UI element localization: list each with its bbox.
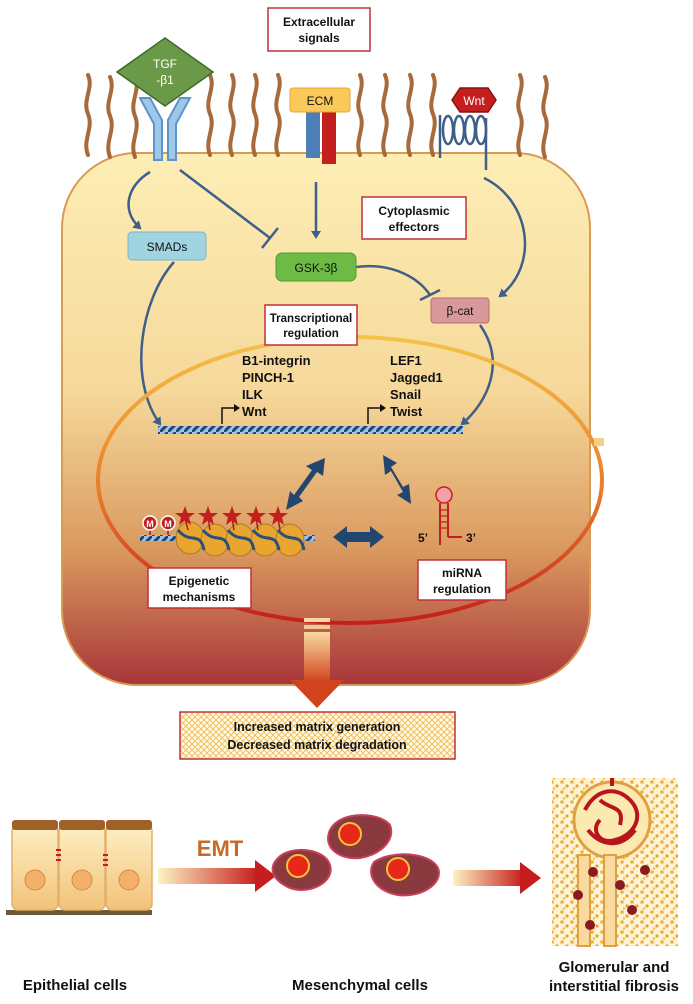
fibrosis-arrow-icon <box>453 862 541 894</box>
epigenetic-mechanisms-label-2: mechanisms <box>163 590 236 604</box>
ecm-box <box>289 87 351 113</box>
mirna-hairpin-icon <box>435 486 462 545</box>
gene-left-2: PINCH-1 <box>242 370 294 385</box>
cytoplasmic-effectors-label: Cytoplasmic <box>378 204 450 218</box>
cytoplasmic-effectors-label-2: effectors <box>389 220 440 234</box>
epigenetic-mechanisms-label: Epigenetic <box>169 574 230 588</box>
methyl-mark-label-2: M <box>164 519 172 529</box>
promoter-arrow-left-head <box>234 404 240 412</box>
ecm-receptor-blue <box>306 108 320 158</box>
mirna-regulation-box <box>417 559 507 601</box>
transcriptional-regulation-label-2: regulation <box>283 328 339 340</box>
inhibit-tgf-bar <box>261 227 279 249</box>
gsk3b-label: GSK-3β <box>295 261 338 275</box>
gene-list-right: LEF1 Jagged1 Snail Twist <box>390 353 443 419</box>
gene-right-3: Snail <box>390 387 421 402</box>
dna-strand <box>158 426 463 434</box>
extracellular-signals-box <box>267 7 371 52</box>
mirna-3prime-label: 3’ <box>466 531 476 545</box>
inhibit-gsk-bar <box>419 288 441 302</box>
tgf-label-2: -β1 <box>156 73 174 87</box>
methyl-mark-label-1: M <box>146 519 154 529</box>
cytoplasmic-effectors-box <box>361 196 467 240</box>
arrow-wnt-to-bcat <box>483 176 527 298</box>
gene-right-4: Twist <box>390 404 423 419</box>
epigenetic-mechanisms-box <box>147 567 252 609</box>
emt-arrow-icon <box>158 860 276 892</box>
gsk3b-box <box>275 252 357 282</box>
microvilli <box>84 73 549 159</box>
ecm-receptor-red <box>322 108 336 164</box>
smads-label: SMADs <box>147 240 188 254</box>
arrow-smads-to-dna <box>140 261 175 426</box>
mirna-regulation-label: miRNA <box>442 566 482 580</box>
emt-label: EMT <box>197 836 244 861</box>
epithelial-cells-label: Epithelial cells <box>23 977 127 994</box>
promoter-arrow-right-head <box>380 404 386 412</box>
gene-right-2: Jagged1 <box>390 370 443 385</box>
wnt-icon <box>451 87 497 113</box>
promoter-arrow-right-icon <box>367 407 382 424</box>
double-arrow-dna-epigenetic-icon <box>286 458 325 510</box>
gene-left-4: Wnt <box>242 404 267 419</box>
mirna-regulation-label-2: regulation <box>433 582 491 596</box>
inhibit-gsk-to-bcat <box>355 264 432 296</box>
tgf-receptor-icon <box>138 97 192 161</box>
chromatin-icon <box>140 506 315 557</box>
wnt-receptor-icon <box>438 114 488 170</box>
mesenchymal-cells-icon <box>271 814 440 897</box>
gene-list-left: B1-integrin PINCH-1 ILK Wnt <box>242 353 311 419</box>
outcome-line-2: Decreased matrix degradation <box>227 738 406 752</box>
bcat-box <box>430 297 490 324</box>
output-down-arrow-icon <box>290 618 344 708</box>
gene-left-3: ILK <box>242 387 264 402</box>
gene-right-1: LEF1 <box>390 353 422 368</box>
methyl-mark-1-icon <box>142 515 158 531</box>
extracellular-signals-label: Extracellular <box>283 15 355 29</box>
fibrosis-label-1: Glomerular and <box>559 959 670 976</box>
double-arrow-epigenetic-mirna-icon <box>333 526 384 548</box>
transcriptional-regulation-label: Transcriptional <box>270 313 352 325</box>
ecm-label: ECM <box>307 94 334 108</box>
promoter-arrow-left-icon <box>221 407 236 424</box>
acetylation-star-icon <box>175 506 288 525</box>
inhibit-tgf-to-gsk <box>179 169 271 239</box>
wnt-signal-label: Wnt <box>463 94 485 108</box>
transcriptional-regulation-box <box>264 304 358 346</box>
arrow-bcat-to-dna <box>460 324 494 426</box>
nuclear-pore <box>594 438 604 446</box>
gene-left-1: B1-integrin <box>242 353 311 368</box>
outcome-line-1: Increased matrix generation <box>234 720 401 734</box>
arrow-tgf-to-smads <box>127 170 151 230</box>
tgf-label: TGF <box>153 57 177 71</box>
tgf-beta1-icon <box>115 37 215 107</box>
outcome-box <box>179 711 456 760</box>
double-arrows <box>286 455 411 548</box>
mesenchymal-cells-label: Mesenchymal cells <box>292 977 428 994</box>
methyl-mark-2-icon <box>160 515 176 531</box>
extracellular-signals-label-2: signals <box>298 31 340 45</box>
glomerular-fibrosis-icon <box>552 778 678 947</box>
double-arrow-dna-mirna-icon <box>383 455 411 504</box>
fibrosis-label-2: interstitial fibrosis <box>549 978 679 995</box>
epithelial-cells-icon <box>6 820 153 915</box>
smads-box <box>127 231 207 261</box>
mirna-5prime-label: 5’ <box>418 531 428 545</box>
bcat-label: β-cat <box>447 304 475 318</box>
